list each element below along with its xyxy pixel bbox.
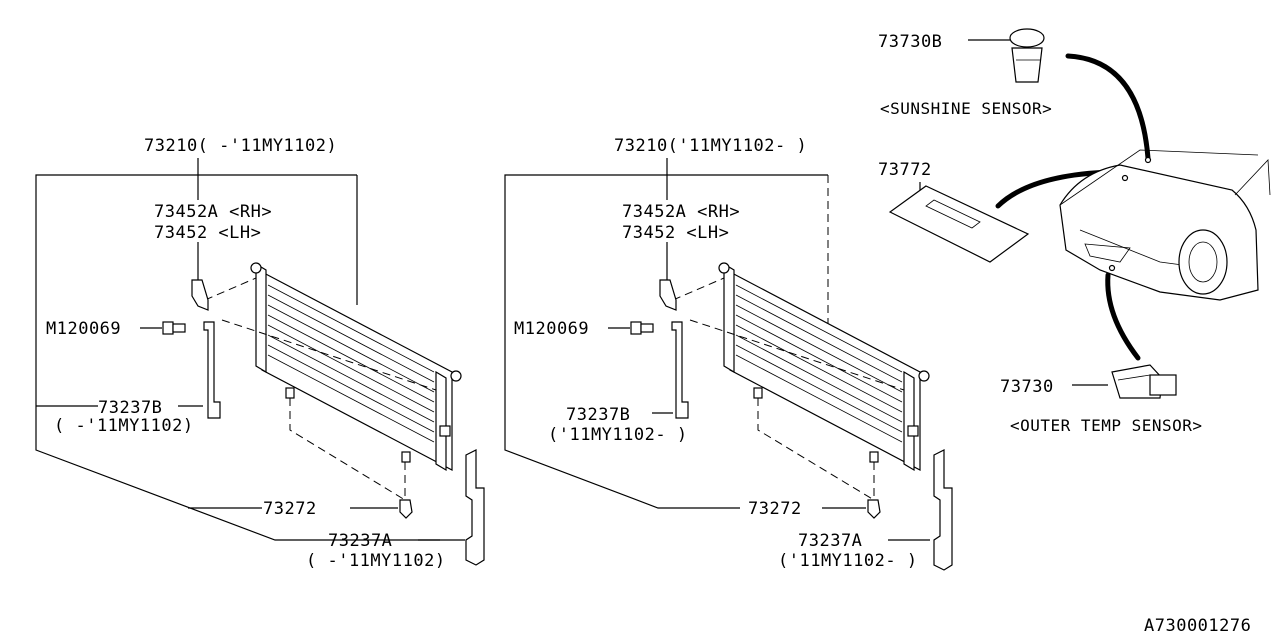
diagram-id: A730001276 bbox=[1144, 616, 1251, 636]
right-bolt-label: M120069 bbox=[514, 319, 589, 339]
left-condenser-group: 73210( -'11MY1102) 73452A <RH> 73452 <LH… bbox=[35, 136, 485, 571]
left-bracket-lh-label: 73452 <LH> bbox=[154, 223, 261, 243]
left-seal-b bbox=[203, 321, 221, 419]
left-seal-b-label: 73237B bbox=[98, 398, 162, 418]
sunshine-sensor-caption: <SUNSHINE SENSOR> bbox=[880, 99, 1052, 118]
right-assembly-frame bbox=[504, 174, 740, 509]
left-assembly-frame bbox=[35, 174, 440, 541]
right-cushion bbox=[867, 499, 881, 519]
outer-sensor-caption: <OUTER TEMP SENSOR> bbox=[1010, 416, 1203, 435]
left-bolt bbox=[162, 321, 186, 335]
right-seal-b bbox=[671, 321, 689, 419]
outer-sensor-wire bbox=[1105, 272, 1141, 361]
left-seal-a-label: 73237A bbox=[328, 531, 392, 551]
right-bolt bbox=[630, 321, 654, 335]
right-seal-a bbox=[933, 449, 953, 571]
left-bolt-label: M120069 bbox=[46, 319, 121, 339]
sunshine-sensor bbox=[1009, 28, 1045, 83]
left-seal-a bbox=[465, 449, 485, 566]
pad-part-label: 73772 bbox=[878, 160, 932, 180]
pad-wire bbox=[995, 169, 1113, 209]
vehicle-front bbox=[1059, 149, 1271, 301]
left-assembly-label: 73210( -'11MY1102) bbox=[144, 136, 337, 156]
outer-sensor-part-label: 73730 bbox=[1000, 377, 1054, 397]
right-seal-a-note: ('11MY1102- ) bbox=[778, 551, 918, 571]
right-condenser-group: 73210('11MY1102- ) 73452A <RH> 73452 <LH… bbox=[504, 136, 953, 571]
left-seal-b-note: ( -'11MY1102) bbox=[54, 416, 194, 436]
sensor-pad bbox=[888, 185, 1030, 263]
left-bracket-rh-label: 73452A <RH> bbox=[154, 202, 272, 222]
right-seal-a-label: 73237A bbox=[798, 531, 862, 551]
right-seal-b-note: ('11MY1102- ) bbox=[548, 425, 688, 445]
left-bracket bbox=[191, 279, 209, 311]
right-bracket-rh-label: 73452A <RH> bbox=[622, 202, 740, 222]
outer-temp-sensor bbox=[1111, 364, 1177, 399]
sensor-group: 73730B <SUNSHINE SENSOR> 73772 bbox=[878, 28, 1271, 435]
left-seal-a-note: ( -'11MY1102) bbox=[306, 551, 446, 571]
right-assembly-label: 73210('11MY1102- ) bbox=[614, 136, 807, 156]
sunshine-sensor-part-label: 73730B bbox=[878, 32, 942, 52]
right-condenser bbox=[718, 262, 930, 472]
left-condenser bbox=[250, 262, 462, 472]
left-cushion bbox=[399, 499, 413, 519]
sunshine-sensor-wire bbox=[1065, 53, 1151, 161]
left-cushion-label: 73272 bbox=[263, 499, 317, 519]
right-bracket bbox=[659, 279, 677, 311]
right-cushion-label: 73272 bbox=[748, 499, 802, 519]
right-bracket-lh-label: 73452 <LH> bbox=[622, 223, 729, 243]
right-seal-b-label: 73237B bbox=[566, 405, 630, 425]
